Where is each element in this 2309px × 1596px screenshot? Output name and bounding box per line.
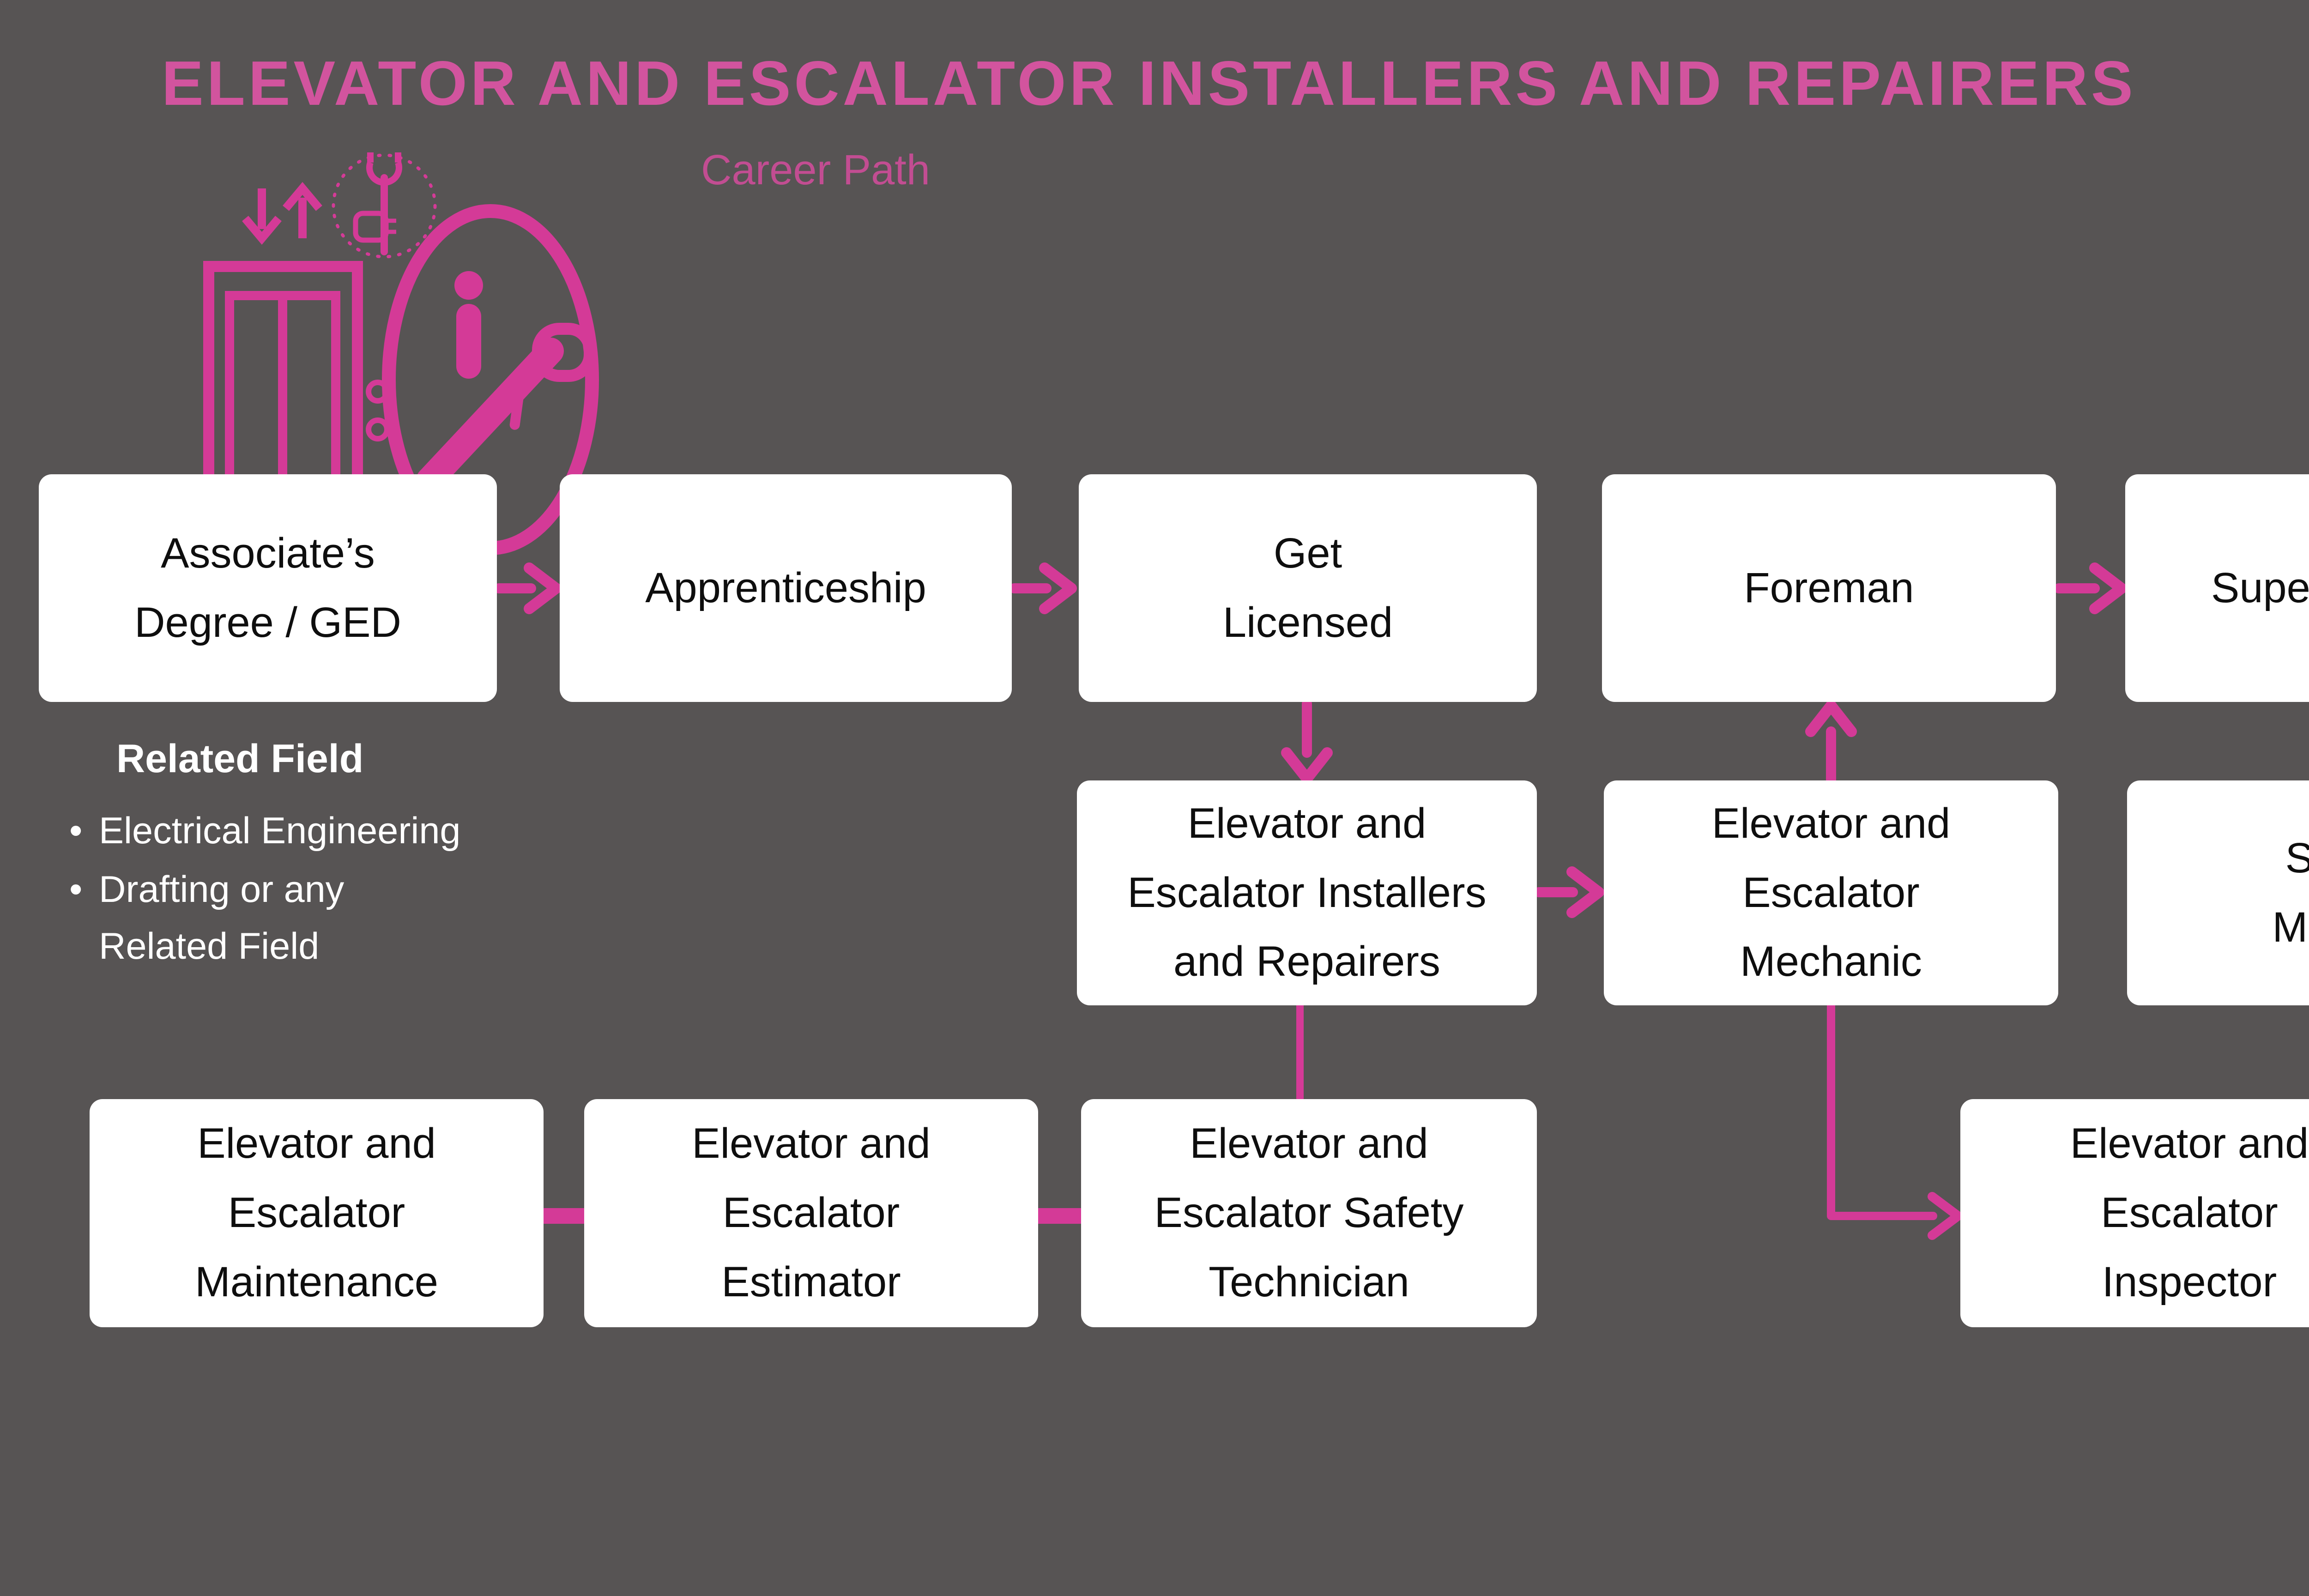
bullet-icon: • (69, 869, 83, 911)
arrow-mechanic-to-foreman-up (1805, 700, 1857, 785)
node-service-manager: Service Manager (2127, 780, 2309, 1005)
career-path-subtitle: Career Path (701, 146, 931, 193)
elevator-escalator-icon (203, 152, 599, 555)
node-get-licensed: Get Licensed (1079, 474, 1537, 702)
up-arrow-icon (283, 181, 322, 238)
node-apprenticeship: Apprenticeship (560, 474, 1012, 702)
node-estimator: Elevator and Escalator Estimator (584, 1099, 1038, 1327)
related-field-heading: Related Field (116, 737, 364, 781)
node-safety-technician: Elevator and Escalator Safety Technician (1081, 1099, 1537, 1327)
arrow-apprenticeship-to-get-licensed (1009, 562, 1077, 614)
related-field-list: •Electrical Engineering •Drafting or any… (69, 803, 482, 977)
arrow-foreman-to-superintendent (2054, 562, 2127, 614)
node-foreman: Foreman (1602, 474, 2056, 702)
node-inspector: Elevator and Escalator Inspector (1960, 1099, 2309, 1327)
arrow-installers-to-mechanic (1534, 866, 1604, 918)
bullet-icon: • (69, 810, 83, 852)
arrow-mechanic-to-inspector (1827, 1001, 1963, 1240)
node-associates-degree: Associate’s Degree / GED (39, 474, 497, 702)
page-title: ELEVATOR AND ESCALATOR INSTALLERS AND RE… (162, 48, 2136, 118)
node-mechanic: Elevator and Escalator Mechanic (1604, 780, 2058, 1005)
node-installers-repairers: Elevator and Escalator Installers and Re… (1077, 780, 1537, 1005)
node-maintenance: Elevator and Escalator Maintenance (90, 1099, 544, 1327)
list-item: •Drafting or any Related Field (69, 861, 482, 975)
wrench-hand-icon (332, 152, 437, 259)
list-item: •Electrical Engineering (69, 803, 482, 859)
node-superintendent: Superintendent (2125, 474, 2309, 702)
down-arrow-icon (242, 188, 282, 245)
arrow-associates-to-apprenticeship (494, 562, 562, 614)
arrow-get-licensed-down (1281, 699, 1333, 784)
